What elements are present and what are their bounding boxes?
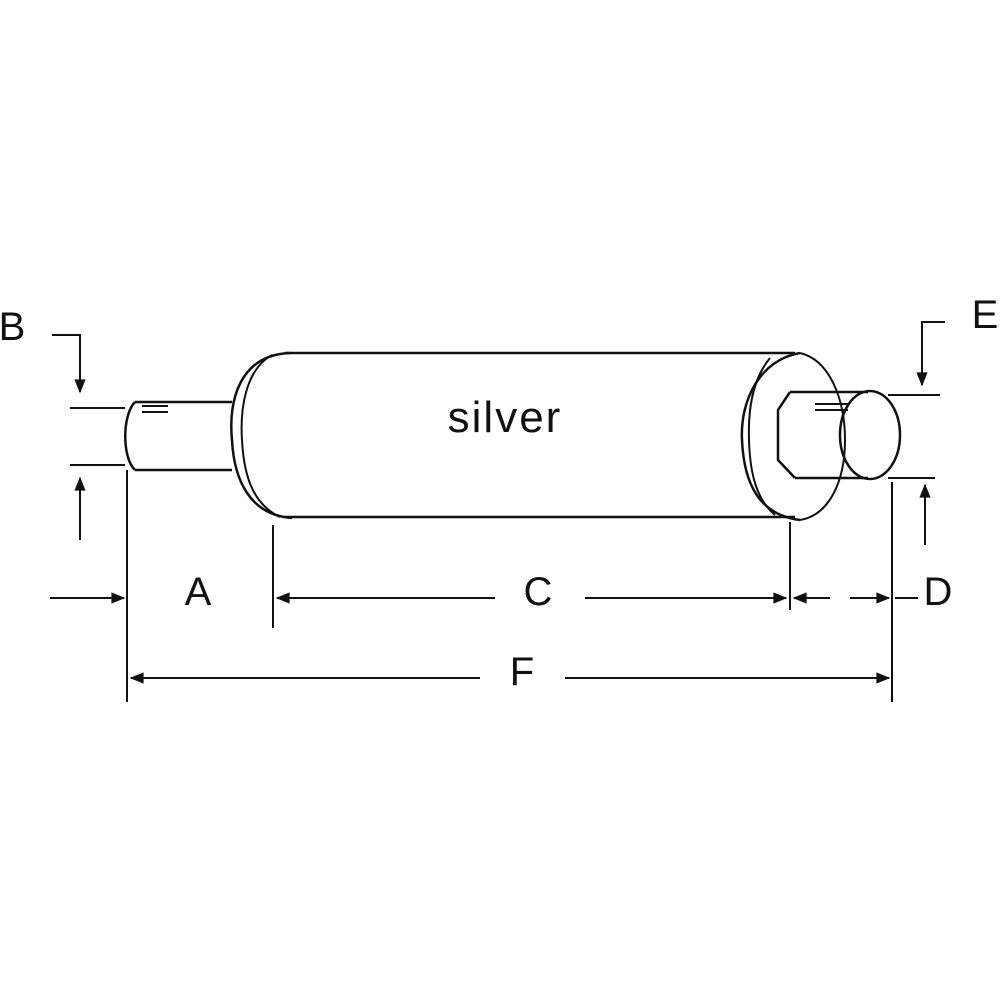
product-label: silver bbox=[448, 393, 563, 442]
outlet-pipe bbox=[776, 389, 902, 481]
label-f: F bbox=[510, 650, 534, 694]
label-d: D bbox=[924, 570, 953, 614]
muffler-body bbox=[230, 351, 847, 522]
label-b: B bbox=[0, 305, 25, 349]
extension-lines bbox=[126, 470, 893, 702]
label-c: C bbox=[524, 570, 553, 614]
label-e: E bbox=[972, 293, 999, 337]
dimension-e bbox=[888, 321, 945, 545]
label-a: A bbox=[185, 570, 212, 614]
inlet-pipe bbox=[124, 400, 232, 472]
dimension-b bbox=[52, 334, 125, 540]
